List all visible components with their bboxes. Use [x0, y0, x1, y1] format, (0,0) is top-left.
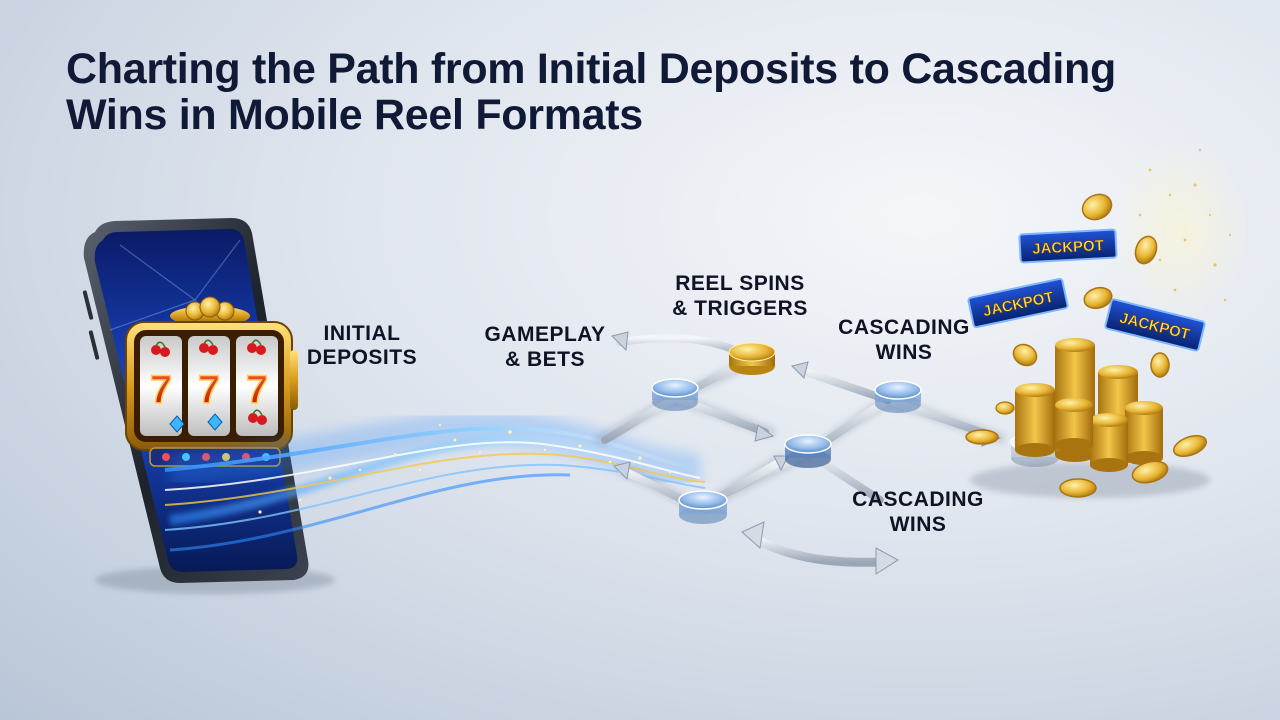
label-line: INITIAL — [324, 322, 401, 345]
cherry-icon — [151, 341, 170, 357]
label-line: & TRIGGERS — [672, 297, 808, 320]
slot-symbol-seven: 7 — [246, 368, 268, 412]
jackpot-sign: JACKPOT — [967, 277, 1069, 329]
slot-machine-icon: 7 7 7 — [125, 296, 298, 467]
node-disc-icon — [651, 378, 699, 411]
deposit-stream — [164, 411, 706, 552]
label-cascading-wins-bottom: CASCADING WINS — [852, 488, 984, 536]
label-line: & BETS — [505, 348, 585, 371]
page-title: Charting the Path from Initial Deposits … — [66, 45, 1116, 139]
slot-symbol-seven: 7 — [150, 368, 172, 412]
label-reel-spins: REEL SPINS & TRIGGERS — [672, 272, 808, 320]
node-disc-icon — [874, 380, 922, 413]
jackpot-sign: JACKPOT — [1018, 228, 1118, 264]
label-line: CASCADING — [838, 316, 970, 339]
cherry-icon — [199, 339, 218, 355]
label-initial-deposits: INITIAL DEPOSITS — [307, 322, 417, 369]
label-line: WINS — [890, 513, 947, 536]
svg-text:JACKPOT: JACKPOT — [1032, 237, 1104, 258]
slot-symbol-seven: 7 — [198, 368, 220, 412]
diamond-icon — [169, 415, 185, 433]
cherry-icon — [248, 409, 267, 425]
label-line: CASCADING — [852, 488, 984, 511]
node-disc-icon — [784, 434, 832, 468]
label-gameplay-bets: GAMEPLAY & BETS — [484, 323, 605, 371]
coin-node-icon — [728, 342, 776, 375]
label-line: REEL SPINS — [675, 272, 804, 295]
label-line: WINS — [876, 341, 933, 364]
diamond-icon — [207, 413, 223, 431]
node-disc-icon — [678, 490, 728, 524]
coin-stack-icon — [965, 140, 1250, 498]
label-cascading-wins-top: CASCADING WINS — [838, 316, 970, 364]
cherry-icon — [247, 339, 266, 355]
label-line: GAMEPLAY — [484, 323, 605, 346]
label-line: DEPOSITS — [307, 346, 417, 369]
